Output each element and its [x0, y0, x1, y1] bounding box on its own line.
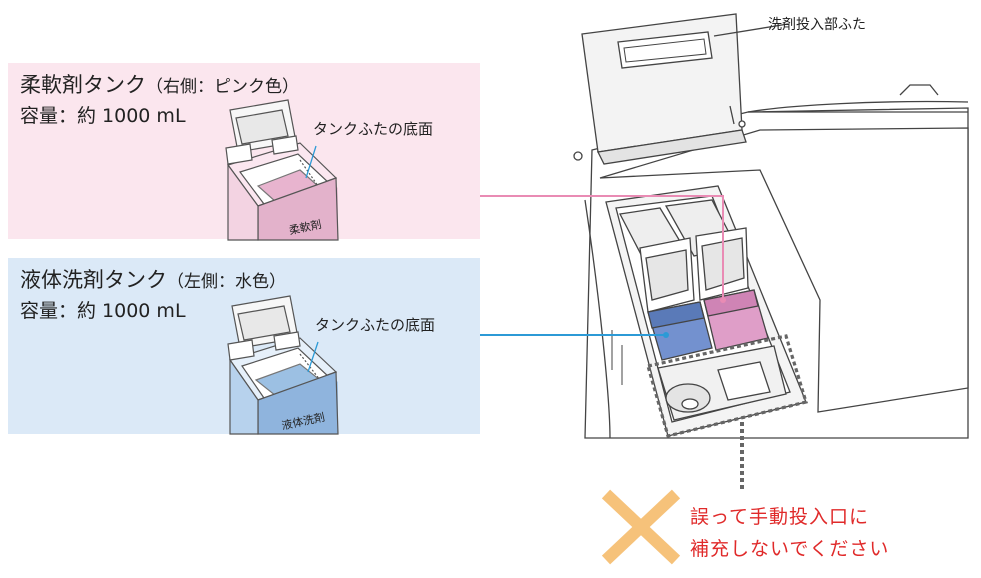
softener-title: 柔軟剤タンク（右側：ピンク色） — [20, 69, 299, 99]
warning-text-line2: 補充しないでください — [690, 538, 890, 560]
detergent-side-note: （左側：水色） — [167, 272, 286, 292]
manual-inlet-dotted-frame — [645, 334, 809, 438]
detergent-lid-label: 洗剤投入部ふた — [768, 17, 866, 33]
softener-leader-dot — [720, 297, 726, 303]
detergent-title: 液体洗剤タンク（左側：水色） — [20, 264, 286, 294]
softener-lid-bottom-label: タンクふたの底面 — [313, 120, 434, 138]
detergent-capacity: 容量：約 1000 mL — [20, 300, 186, 322]
warning-text-line1: 誤って手動投入口に — [690, 506, 870, 528]
softener-capacity: 容量：約 1000 mL — [20, 105, 186, 127]
softener-tank-label: 柔軟剤 — [288, 217, 323, 238]
detergent-leader-dot — [663, 332, 669, 338]
softener-title-text: 柔軟剤タンク — [20, 73, 146, 97]
softener-side-note: （右側：ピンク色） — [146, 77, 299, 97]
detergent-lid-bottom-label: タンクふたの底面 — [315, 316, 436, 334]
cross-icon — [601, 489, 681, 565]
washing-machine — [573, 13, 969, 439]
detergent-title-text: 液体洗剤タンク — [20, 268, 167, 292]
softener-tank-illustration: 柔軟剤 — [225, 99, 339, 241]
softener-leader-line — [480, 195, 724, 300]
lid-leader-line — [713, 23, 789, 37]
detergent-tank-illustration: 液体洗剤 — [227, 295, 339, 435]
